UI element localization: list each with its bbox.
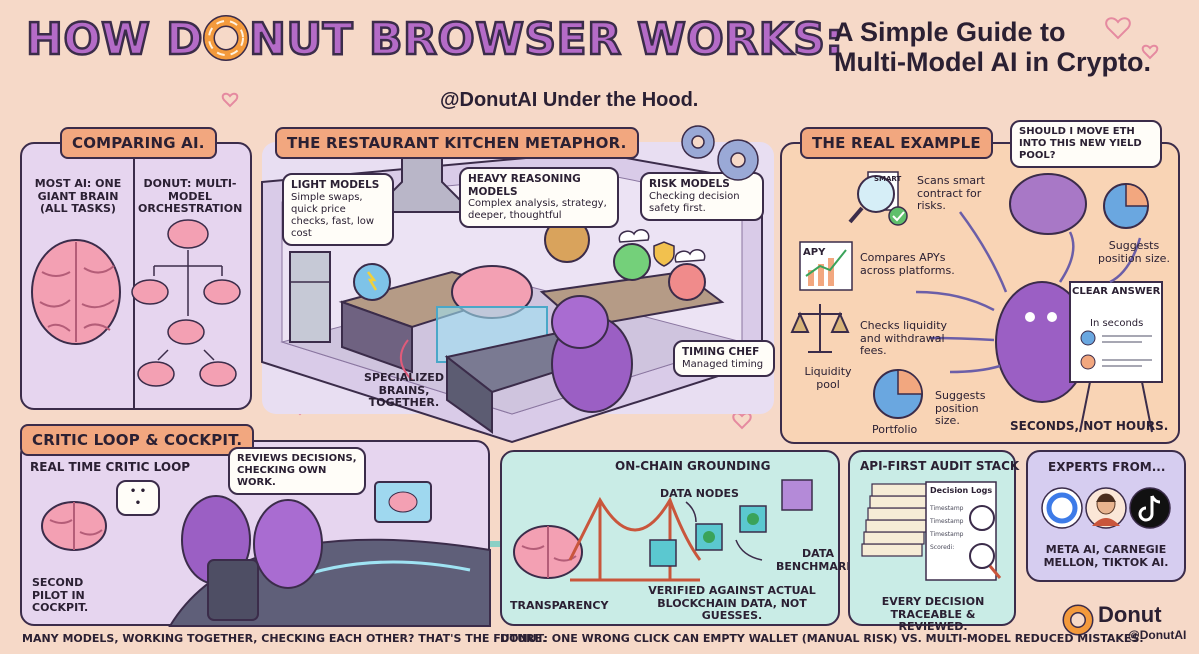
giant-brain-icon bbox=[31, 239, 121, 345]
decision-logs-title: Decision Logs bbox=[930, 486, 993, 495]
subtitle-line1: A Simple Guide to bbox=[834, 17, 1066, 47]
smart-doc-label: SMART bbox=[874, 175, 902, 183]
heavy-models-text: Complex analysis, strategy, deeper, thou… bbox=[468, 198, 607, 222]
real-example-tag: THE REAL EXAMPLE bbox=[800, 127, 993, 159]
experts-heading: EXPERTS FROM... bbox=[1048, 460, 1166, 474]
clear-answer-sub: In seconds bbox=[1090, 318, 1144, 329]
tiktok-logo-icon bbox=[1129, 487, 1171, 529]
footer-right: DONUT: ONE WRONG CLICK CAN EMPTY WALLET … bbox=[500, 632, 1144, 645]
scales-icon bbox=[790, 304, 850, 353]
timing-chef-text: Managed timing bbox=[682, 358, 764, 370]
light-models-title: LIGHT MODELS bbox=[291, 179, 380, 191]
suggest-label-bottom: Suggests position size. bbox=[935, 389, 986, 428]
transparency-label: TRANSPARENCY bbox=[510, 599, 609, 612]
audit-illustration bbox=[861, 481, 1002, 581]
log-line: Timestamp bbox=[930, 518, 964, 525]
clear-answer-title: CLEAR ANSWER bbox=[1072, 286, 1161, 297]
gears-decor bbox=[681, 125, 759, 181]
light-models-bubble: LIGHT MODELS Simple swaps, quick price c… bbox=[282, 173, 394, 246]
apy-chart-icon bbox=[799, 241, 853, 291]
log-line: Scoredi: bbox=[930, 544, 955, 551]
comparing-tag: COMPARING AI. bbox=[60, 127, 217, 159]
critic-bubble: REVIEWS DECISIONS, CHECKING OWN WORK. bbox=[228, 447, 366, 495]
audit-heading: API-FIRST AUDIT STACK bbox=[860, 459, 1020, 473]
apy-label: Compares APYs across platforms. bbox=[860, 251, 955, 277]
suggest-label-top: Suggests position size. bbox=[1098, 239, 1170, 265]
brand-handle: @DonutAI bbox=[1128, 628, 1187, 642]
experts-logos bbox=[1041, 487, 1171, 529]
title-part1: HOW D bbox=[25, 13, 204, 67]
critic-heading: REAL TIME CRITIC LOOP bbox=[30, 460, 191, 474]
avatar bbox=[1085, 487, 1127, 529]
title-donut-o bbox=[203, 15, 250, 61]
page-title: HOW D NUT BROWSER WORKS: bbox=[25, 13, 845, 67]
seconds-not-hours: SECONDS, NOT HOURS. bbox=[1010, 419, 1169, 433]
magnifier-icon bbox=[848, 171, 908, 226]
portfolio-pie-icon bbox=[873, 369, 923, 419]
liquidity-pool-label: Liquidity pool bbox=[804, 365, 852, 391]
page-subtitle: A Simple Guide to Multi-Model AI in Cryp… bbox=[834, 17, 1151, 77]
timing-chef-title: TIMING CHEF bbox=[682, 346, 760, 358]
apy-icon-label: APY bbox=[803, 247, 826, 258]
donut-orchestration-label: DONUT: MULTI-MODEL ORCHESTRATION bbox=[138, 177, 243, 216]
thinking-dots: • • • bbox=[116, 480, 160, 516]
donut-logo-icon bbox=[203, 15, 250, 61]
light-models-text: Simple swaps, quick price checks, fast, … bbox=[291, 191, 375, 239]
data-nodes-label: DATA NODES bbox=[660, 487, 739, 500]
decision-log-lines: Timestamp Timestamp Timestamp Scoredi: bbox=[930, 502, 992, 554]
heavy-models-title: HEAVY REASONING MODELS bbox=[468, 173, 581, 198]
heavy-models-bubble: HEAVY REASONING MODELS Complex analysis,… bbox=[459, 167, 619, 229]
scan-label: Scans smart contract for risks. bbox=[917, 174, 985, 213]
timing-chef-bubble: TIMING CHEF Managed timing bbox=[673, 340, 775, 377]
handle-line: @DonutAI Under the Hood. bbox=[440, 89, 699, 111]
benchmarks-label: DATA BENCHMARKS bbox=[776, 547, 863, 573]
meta-ai-logo-icon bbox=[1041, 487, 1083, 529]
liquidity-label: Checks liquidity and withdrawal fees. bbox=[860, 319, 948, 358]
tree-arrows-icon bbox=[153, 250, 223, 361]
real-example-illustration bbox=[790, 171, 1163, 433]
log-line: Timestamp bbox=[930, 505, 964, 512]
specialized-brains-label: SPECIALIZED BRAINS, TOGETHER. bbox=[364, 371, 444, 410]
footer-left: MANY MODELS, WORKING TOGETHER, CHECKING … bbox=[22, 632, 547, 645]
comparing-illustration bbox=[31, 219, 241, 387]
small-brains-icon bbox=[131, 219, 241, 387]
suggest-pie-icon bbox=[1103, 183, 1149, 229]
comparing-divider bbox=[133, 144, 135, 408]
question-bubble: SHOULD I MOVE ETH INTO THIS NEW YIELD PO… bbox=[1010, 120, 1162, 168]
most-ai-label: MOST AI: ONE GIANT BRAIN (ALL TASKS) bbox=[34, 177, 122, 216]
gear-icon bbox=[681, 125, 759, 181]
audit-caption: EVERY DECISION TRACEABLE & REVIEWED. bbox=[881, 595, 985, 634]
document-stack-icon bbox=[861, 483, 933, 557]
title-part2: NUT BROWSER WORKS: bbox=[248, 13, 844, 67]
subtitle-line2: Multi-Model AI in Crypto. bbox=[834, 46, 1151, 77]
onchain-illustration bbox=[513, 479, 813, 582]
portfolio-label: Portfolio bbox=[872, 423, 918, 436]
onchain-heading: ON-CHAIN GROUNDING bbox=[615, 459, 771, 473]
critic-illustration bbox=[41, 481, 520, 627]
second-pilot-label: SECOND PILOT IN COCKPIT. bbox=[32, 576, 89, 615]
brand-name: Donut bbox=[1098, 602, 1162, 627]
risk-models-bubble: RISK MODELS Checking decision safety fir… bbox=[640, 172, 764, 221]
verified-label: VERIFIED AGAINST ACTUAL BLOCKCHAIN DATA,… bbox=[648, 584, 816, 623]
log-line: Timestamp bbox=[930, 531, 964, 538]
risk-models-title: RISK MODELS bbox=[649, 178, 730, 190]
kitchen-tag: THE RESTAURANT KITCHEN METAPHOR. bbox=[275, 127, 639, 159]
critic-tag: CRITIC LOOP & COCKPIT. bbox=[20, 424, 255, 456]
risk-models-text: Checking decision safety first. bbox=[649, 190, 740, 214]
experts-caption: META AI, CARNEGIE MELLON, TIKTOK AI. bbox=[1043, 543, 1169, 569]
donut-brand-icon bbox=[1062, 604, 1094, 636]
brand-block: Donut @DonutAI bbox=[1062, 600, 1194, 646]
